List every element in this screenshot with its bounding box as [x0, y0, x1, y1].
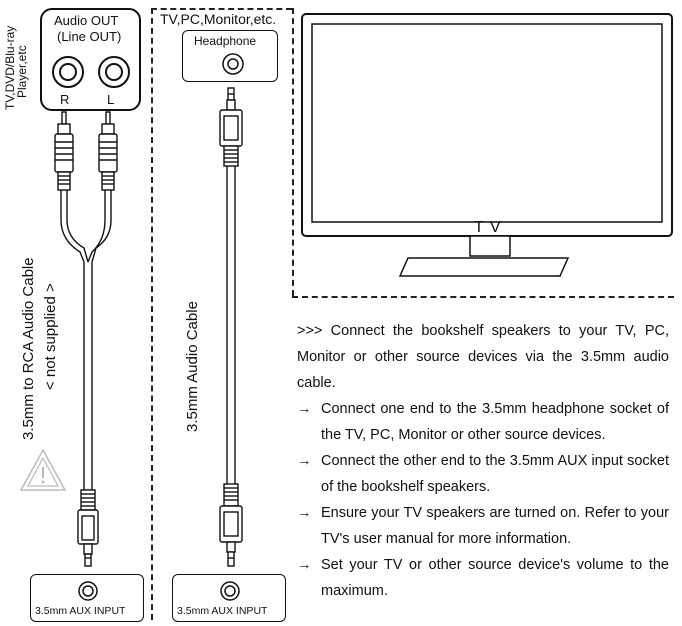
tv-label: T V: [474, 219, 502, 236]
instruction-step-3: → Ensure your TV speakers are turned on.…: [297, 500, 669, 552]
middle-divider: [292, 8, 294, 296]
arrow-icon: →: [297, 505, 312, 521]
instruction-step-text: Connect the other end to the 3.5mm AUX i…: [321, 453, 669, 495]
instruction-step-4: → Set your TV or other source device's v…: [297, 552, 669, 604]
rca-y-cable-illustration: [54, 111, 118, 567]
warning-icon: [19, 448, 67, 491]
rca-cable-label-line2: < not supplied >: [42, 283, 59, 390]
instruction-step-2: → Connect the other end to the 3.5mm AUX…: [297, 448, 669, 500]
tv-illustration: [301, 13, 673, 277]
audio-out-panel: Audio OUT (Line OUT) R L: [40, 8, 141, 111]
aux-cable-illustration: [219, 87, 243, 567]
player-side-label: TV,DVD/Blu-ray Player,etc: [3, 26, 29, 110]
arrow-icon: →: [297, 557, 312, 573]
aux-input-right-label: 3.5mm AUX INPUT: [177, 605, 268, 617]
instruction-step-1: → Connect one end to the 3.5mm headphone…: [297, 396, 669, 448]
player-side-label-line2: Player,etc: [15, 45, 29, 98]
rca-jack-l-icon: [98, 56, 130, 88]
arrow-icon: →: [297, 453, 312, 469]
rca-cable-label-line1: 3.5mm to RCA Audio Cable: [20, 257, 37, 440]
instruction-step-text: Ensure your TV speakers are turned on. R…: [321, 505, 669, 547]
aux-input-panel-left: 3.5mm AUX INPUT: [30, 574, 144, 622]
instructions: >>> Connect the bookshelf speakers to yo…: [297, 318, 669, 604]
audio-out-title-line1: Audio OUT: [54, 13, 119, 28]
source-title: TV,PC,Monitor,etc.: [160, 11, 277, 27]
jack-l-label: L: [107, 92, 115, 107]
aux-jack-right-icon: [220, 581, 240, 601]
instruction-step-text: Connect one end to the 3.5mm headphone s…: [321, 401, 669, 443]
headphone-panel: Headphone: [182, 30, 278, 82]
aux-jack-left-icon: [78, 581, 98, 601]
aux-input-left-label: 3.5mm AUX INPUT: [35, 605, 126, 617]
instruction-step-text: Set your TV or other source device's vol…: [321, 557, 669, 599]
audio-out-title-line2: (Line OUT): [57, 29, 122, 44]
headphone-label: Headphone: [194, 34, 257, 48]
jack-r-label: R: [60, 92, 70, 107]
aux-cable-label: 3.5mm Audio Cable: [184, 301, 201, 432]
left-divider: [151, 8, 153, 620]
rca-jack-r-icon: [52, 56, 84, 88]
source-box-top-border: [151, 8, 292, 10]
instructions-intro: >>> Connect the bookshelf speakers to yo…: [297, 323, 669, 391]
tv-section-bottom-border: [292, 296, 674, 298]
arrow-icon: →: [297, 401, 312, 417]
headphone-jack-icon: [222, 53, 244, 75]
rca-cable-label: 3.5mm to RCA Audio Cable < not supplied …: [18, 257, 62, 440]
aux-input-panel-right: 3.5mm AUX INPUT: [172, 574, 286, 622]
